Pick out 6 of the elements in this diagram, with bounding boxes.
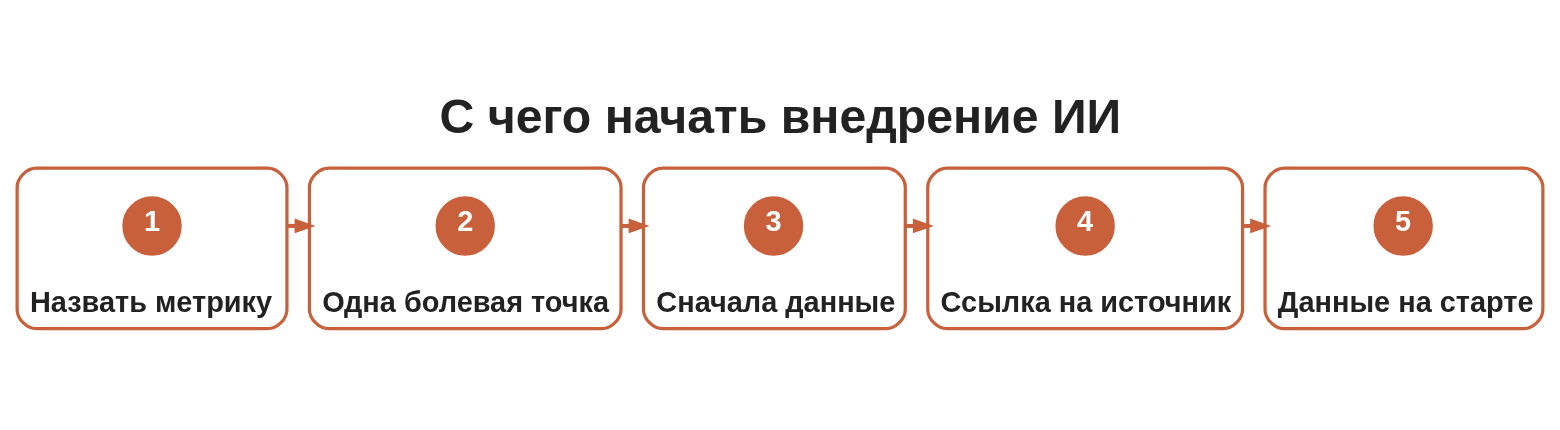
node-circle: 2 (435, 195, 495, 256)
node-circle: 3 (743, 195, 804, 256)
node-circle: 1 (122, 195, 182, 256)
node-circle: 5 (1373, 195, 1433, 256)
node-circle: 4 (1055, 195, 1115, 256)
diagram-title: С чего начать внедрение ИИ (439, 88, 1122, 143)
